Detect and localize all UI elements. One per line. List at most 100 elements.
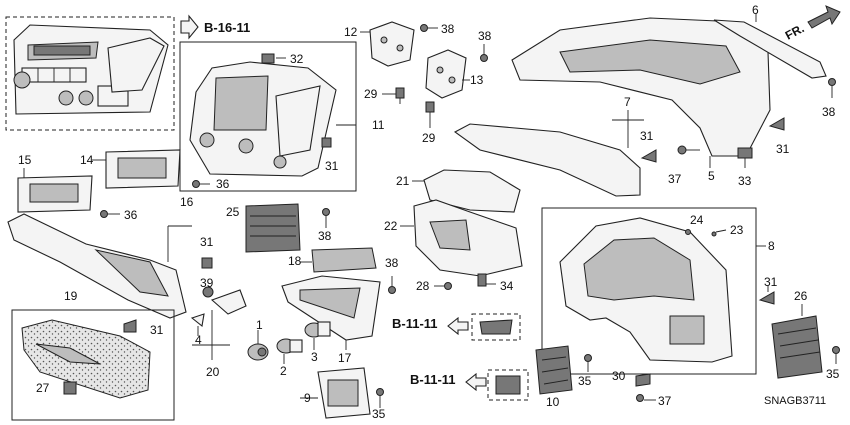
center-panel-knob-left (199, 132, 215, 148)
clip-31-center (321, 137, 332, 148)
callout-39: 39 (200, 276, 214, 290)
audio-cd-slot (33, 45, 91, 56)
lower-cover-frame (11, 309, 175, 421)
clip-31-upper (640, 149, 657, 163)
clip-31-right-lower (758, 286, 775, 305)
clip-31-right (768, 117, 785, 131)
lower-panel-16 (7, 213, 187, 319)
callout-15: 15 (18, 153, 32, 167)
callout-35-box: 35 (372, 407, 386, 421)
callout-34: 34 (500, 279, 514, 293)
screw-38-upper-right (828, 78, 836, 98)
callout-12: 12 (344, 25, 358, 39)
reference-arrow-icon (447, 316, 469, 336)
vent-25 (245, 203, 301, 253)
front-direction-indicator: FR. (783, 5, 841, 43)
callout-14: 14 (80, 153, 94, 167)
callout-31-lower-panel: 31 (200, 235, 214, 249)
bracket-13 (425, 49, 467, 99)
callout-31-center: 31 (325, 159, 339, 173)
glovebox-group (245, 203, 396, 350)
column-cover-group (400, 169, 523, 290)
screw-38-bracket-a (420, 24, 438, 32)
tray-18 (311, 247, 377, 273)
switch-3 (304, 321, 331, 338)
switch-1 (247, 343, 269, 361)
callout-9: 9 (304, 391, 311, 405)
callout-5: 5 (708, 169, 715, 183)
callout-38-bracket-a: 38 (441, 22, 455, 36)
climate-knob-right (78, 90, 94, 106)
callout-13: 13 (470, 73, 484, 87)
screw-37-lower (636, 394, 656, 402)
screw-37-upper (677, 145, 700, 155)
reference-b11-11-upper[interactable]: B-11-11 (392, 313, 521, 341)
bracket-12 (369, 21, 415, 67)
callout-8: 8 (768, 239, 775, 253)
audio-panel-dashed-frame (5, 16, 175, 131)
callout-32: 32 (290, 52, 304, 66)
lower-panel-group (7, 213, 247, 360)
callout-28: 28 (416, 279, 430, 293)
screw-29-b (425, 101, 435, 128)
callout-27: 27 (36, 381, 50, 395)
vent-26 (771, 315, 823, 379)
callout-29-b: 29 (422, 131, 436, 145)
callout-18: 18 (288, 254, 302, 268)
reference-b11-11-lower[interactable]: B-11-11 (410, 369, 529, 401)
callout-37-lower: 37 (658, 394, 672, 408)
callout-20: 20 (206, 365, 220, 379)
callout-11: 11 (372, 118, 385, 132)
center-panel-display-opening (213, 75, 269, 131)
callout-4: 4 (195, 333, 202, 347)
reference-code-label: B-16-11 (204, 20, 250, 35)
callout-35-right: 35 (826, 367, 840, 381)
callout-labels: 1 2 3 4 5 6 7 8 9 10 11 12 13 14 15 16 1… (18, 3, 840, 421)
dashboard-defroster-channel (559, 39, 741, 85)
callout-3: 3 (311, 350, 318, 364)
screw-35-right (832, 346, 840, 364)
callout-24: 24 (690, 213, 704, 227)
screw-34 (477, 273, 496, 287)
clip-23 (711, 229, 727, 237)
reference-arrow-icon (465, 372, 487, 392)
latch-20 (210, 289, 247, 360)
callout-38-glovebox: 38 (385, 256, 399, 270)
reference-b16-11[interactable]: B-16-11 (180, 14, 250, 40)
callout-10: 10 (546, 395, 560, 409)
climate-knob-left (58, 90, 74, 106)
callout-17: 17 (338, 351, 352, 365)
screw-35-lower (584, 354, 592, 372)
center-panel-side-trim (275, 85, 321, 157)
callout-6: 6 (752, 3, 759, 17)
audio-trim-surround (107, 37, 165, 93)
audio-volume-knob (13, 71, 31, 89)
callout-25: 25 (226, 205, 240, 219)
screw-36-upper (192, 180, 210, 188)
meter-visor-vent-opening (669, 315, 705, 345)
clip-39 (202, 286, 214, 298)
switch-2 (276, 338, 303, 354)
callout-37-upper: 37 (668, 172, 682, 186)
callout-26: 26 (794, 289, 808, 303)
callout-16: 16 (180, 195, 194, 209)
callout-1: 1 (256, 318, 263, 332)
reference-code-label: B-11-11 (392, 316, 438, 331)
callout-31-right: 31 (776, 142, 790, 156)
upper-dashboard-group (453, 14, 836, 197)
center-panel-knob-center (238, 138, 254, 154)
screw-28 (434, 282, 452, 290)
callout-31-lower-box: 31 (150, 323, 164, 337)
callout-31-upper: 31 (640, 129, 654, 143)
clip-30 (635, 373, 651, 387)
bracket-group (360, 21, 488, 128)
front-arrow-icon (807, 5, 841, 29)
callout-22: 22 (384, 219, 398, 233)
screw-29-a (382, 87, 405, 104)
screw-38-glovebox (388, 276, 396, 294)
callout-38-bracket-b: 38 (478, 29, 492, 43)
callout-30: 30 (612, 369, 626, 383)
callout-21: 21 (396, 174, 410, 188)
audio-panel-assembly (5, 16, 175, 131)
callout-36-upper: 36 (216, 177, 230, 191)
